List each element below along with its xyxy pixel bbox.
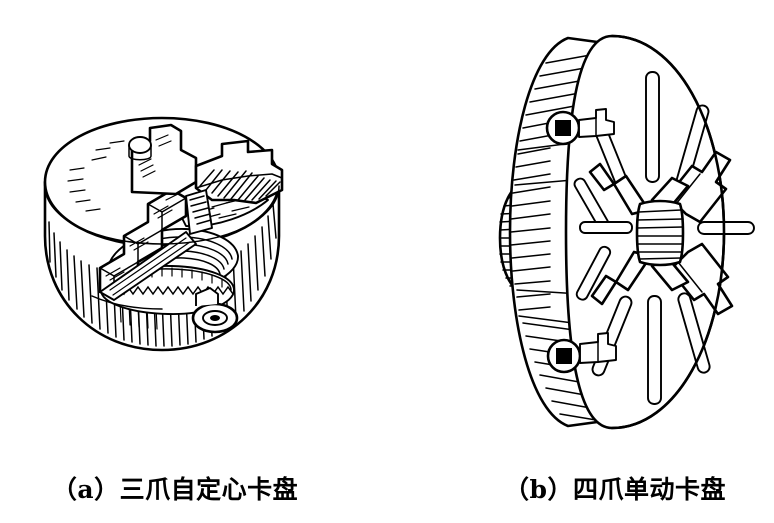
hub-hatching — [636, 209, 684, 260]
face-outline — [610, 34, 726, 430]
slot-bottom — [647, 295, 662, 405]
adjust-socket-lower — [546, 332, 617, 374]
socket-upper-square — [555, 120, 571, 136]
jaw-2-hatching — [138, 134, 172, 178]
slot-left — [579, 221, 633, 234]
slot-right — [697, 221, 755, 235]
caption-row: （a）三爪自定心卡盘 （b）四爪单动卡盘 — [0, 465, 774, 523]
key-socket — [191, 287, 239, 334]
chuck-jaw-2 — [128, 123, 198, 196]
adjust-socket-upper — [545, 108, 615, 146]
slot-top — [645, 71, 660, 183]
slot-mid-left-lower — [575, 245, 612, 301]
face-radial-slots — [573, 71, 755, 405]
center-divider — [185, 189, 213, 235]
jaw-2-boss — [128, 136, 152, 154]
caption-panel-b: （b）四爪单动卡盘 — [504, 475, 726, 504]
top-face-shading — [67, 140, 125, 212]
key-socket-hole — [210, 315, 220, 321]
figure-panel-b — [400, 0, 774, 465]
rail-hatching — [109, 237, 191, 296]
jaw-guide-rail — [99, 231, 197, 301]
figure-panel-a — [0, 0, 400, 465]
center-hub — [635, 199, 685, 267]
center-divider-hatching — [189, 195, 212, 225]
four-jaw-chuck-illustration — [498, 34, 755, 430]
independent-jaw-lower-right — [668, 242, 734, 316]
three-jaw-chuck-illustration — [43, 116, 284, 352]
chuck-jaw-3 — [194, 139, 284, 205]
jaw-3-section-hatching — [199, 169, 281, 201]
body-rim-lines — [44, 185, 280, 310]
caption-panel-a: （a）三爪自定心卡盘 — [51, 475, 299, 504]
socket-lower-square — [556, 348, 572, 364]
